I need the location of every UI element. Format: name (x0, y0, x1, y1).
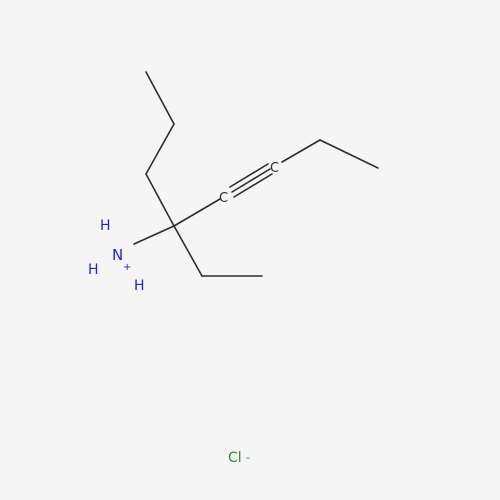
triple-bond-line-1 (229, 163, 269, 188)
hydrogen-left: H (88, 262, 99, 278)
alkyne-carbon-1: C (219, 191, 228, 206)
hydrogen-top: H (100, 218, 111, 234)
bond-propyl-c2-c3 (145, 123, 175, 175)
alkyne-carbon-2: C (270, 161, 279, 176)
nitrogen-atom: N (112, 246, 123, 264)
bond-center-ethyl-c1 (173, 225, 203, 277)
hydrogen-bottom: H (134, 278, 145, 294)
chloride-symbol: Cl (228, 450, 242, 466)
bond-propyl-c1-c2 (145, 71, 175, 125)
bond-propyl-c3-center (145, 173, 175, 227)
nitrogen-charge: + (123, 262, 131, 273)
bond-center-nitrogen (133, 225, 175, 245)
bond-center-alkyne (173, 198, 221, 227)
chloride-charge: - (246, 451, 250, 464)
bond-right-ethyl-c1-c2 (319, 139, 379, 169)
triple-bond-line-3 (233, 173, 273, 198)
triple-bond-line-2 (231, 168, 271, 193)
bond-alkyne-ethyl-c1 (281, 139, 321, 163)
